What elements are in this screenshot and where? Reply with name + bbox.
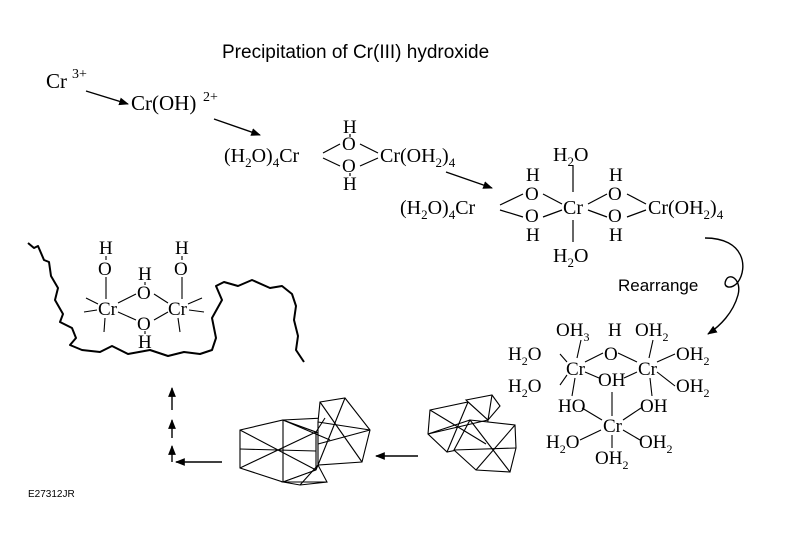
species-croh-2plus: Cr(OH) 2+ bbox=[131, 90, 218, 115]
polymer-h-top-right: H bbox=[175, 238, 189, 259]
cluster-oh2-top: OH2 bbox=[635, 320, 668, 344]
rearrange-label: Rearrange bbox=[618, 276, 698, 295]
trimer-o-1: O bbox=[525, 184, 539, 205]
diagram-title: Precipitation of Cr(III) hydroxide bbox=[222, 42, 489, 63]
figure-id: E27312JR bbox=[28, 489, 75, 500]
cluster-oh3: OH3 bbox=[556, 320, 589, 344]
species-cr3plus: Cr 3+ bbox=[46, 67, 87, 93]
cluster-cr-bottom: Cr bbox=[603, 416, 623, 437]
polymer-o-bridge-bottom: O bbox=[137, 314, 151, 335]
dimer-bridge-bottom-o: O bbox=[342, 156, 356, 177]
arrow-cr3-to-croh bbox=[85, 90, 129, 106]
cr3-symbol: Cr bbox=[46, 69, 67, 93]
octahedra-trimer bbox=[427, 394, 517, 473]
cluster-oh2-b1: OH2 bbox=[639, 432, 672, 456]
arrow-rearrange bbox=[704, 237, 744, 335]
precipitate-boundary bbox=[27, 242, 305, 363]
trimer-h-2: H bbox=[526, 225, 540, 246]
polymer-o-bridge-top: O bbox=[137, 283, 151, 304]
trimer-bottom-water: H2O bbox=[553, 245, 588, 270]
croh-charge: 2+ bbox=[203, 90, 218, 105]
arrow-dimer-to-trimer bbox=[445, 171, 493, 189]
cluster-oh2-r1: OH2 bbox=[676, 344, 709, 368]
cluster-bridge-h-top: H bbox=[608, 320, 622, 341]
trimer-left-ligand: (H2O)4Cr bbox=[400, 197, 476, 222]
cluster-h2o-b1: H2O bbox=[546, 432, 579, 456]
trimer-top-water: H2O bbox=[553, 144, 588, 169]
dimer-left-ligand: (H2O)4Cr bbox=[224, 145, 300, 170]
octahedra-polymer bbox=[239, 397, 371, 486]
trimer-h-1: H bbox=[526, 165, 540, 186]
arrow-croh-to-dimer bbox=[213, 118, 261, 136]
polymer-cr-left: Cr bbox=[98, 299, 118, 320]
species-trimer: H2O (H2O)4Cr H O O H Cr H O O H Cr(OH2)4… bbox=[400, 144, 724, 270]
cluster-cr-right: Cr bbox=[638, 359, 658, 380]
polymer-cr-right: Cr bbox=[168, 299, 188, 320]
cluster-bridge-o-top: O bbox=[604, 344, 618, 365]
cluster-oh-center: OH bbox=[598, 370, 626, 391]
trimer-center-cr: Cr bbox=[563, 197, 583, 219]
dimer-bridge-top-h: H bbox=[343, 117, 357, 138]
trimer-o-2: O bbox=[525, 206, 539, 227]
trimer-h-3: H bbox=[609, 165, 623, 186]
cluster-h2o-l1: H2O bbox=[508, 344, 541, 368]
polymer-o-top-left: O bbox=[98, 259, 112, 280]
dimer-right-ligand: Cr(OH2)4 bbox=[380, 145, 456, 170]
cluster-cr-left: Cr bbox=[566, 359, 586, 380]
trimer-h-4: H bbox=[609, 225, 623, 246]
polymer-o-top-right: O bbox=[174, 259, 188, 280]
cluster-oh2-r2: OH2 bbox=[676, 376, 709, 400]
cluster-oh2-b2: OH2 bbox=[595, 448, 628, 472]
trimer-right-ligand: Cr(OH2)4 bbox=[648, 197, 724, 222]
cr3-charge: 3+ bbox=[72, 67, 87, 82]
cluster-oh-right: OH bbox=[640, 396, 668, 417]
species-cluster: OH3 H OH2 H2O O OH2 Cr Cr OH H2O OH2 HO … bbox=[508, 320, 709, 472]
cluster-h2o-l2: H2O bbox=[508, 376, 541, 400]
trimer-o-3: O bbox=[608, 184, 622, 205]
polymer-h-bridge-bottom: H bbox=[138, 332, 152, 353]
cluster-ho-left: HO bbox=[558, 396, 585, 417]
trimer-o-4: O bbox=[608, 206, 622, 227]
species-dimer: (H2O)4Cr H O O H Cr(OH2)4 bbox=[224, 117, 456, 195]
dimer-bridge-top-o: O bbox=[342, 134, 356, 155]
croh-formula: Cr(OH) bbox=[131, 91, 196, 115]
dimer-bridge-bottom-h: H bbox=[343, 174, 357, 195]
polymer-h-top-left: H bbox=[99, 238, 113, 259]
polymer-h-bridge-top: H bbox=[138, 264, 152, 285]
polymer-precipitate: H O H O H O Cr Cr O H bbox=[27, 238, 305, 363]
